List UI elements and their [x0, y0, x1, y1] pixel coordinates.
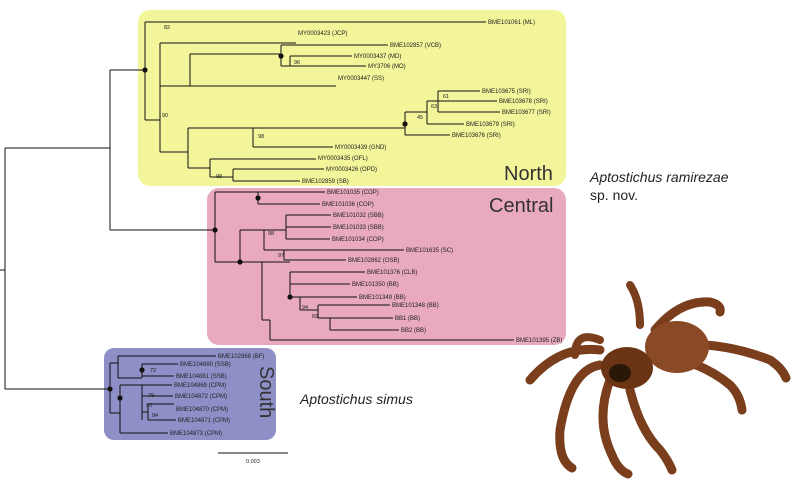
- tip-label: BME103679 (SRI): [466, 122, 515, 128]
- support-value: 72: [150, 368, 156, 374]
- tip-label: BME104873 (CPM): [170, 431, 222, 437]
- spider-illustration: [525, 281, 791, 479]
- tip-label: BME103677 (SRI): [502, 110, 551, 116]
- tip-label: BME101635 (SC): [406, 248, 453, 254]
- support-value: 97: [278, 253, 284, 259]
- support-value: 98: [268, 231, 274, 237]
- support-value: 61: [443, 94, 449, 100]
- support-value: 96: [294, 60, 300, 66]
- south-clade-label: South: [255, 366, 277, 418]
- simus-species-label: Aptostichus simus: [300, 390, 413, 408]
- support-value: 69: [312, 314, 318, 320]
- tip-label: BME103678 (SRI): [499, 99, 548, 105]
- tip-label: MY0003439 (GND): [335, 145, 386, 151]
- tip-label: BME104872 (CPM): [175, 394, 227, 400]
- tip-label: BB2 (BB): [401, 328, 426, 334]
- tip-label: MY0003437 (MD): [354, 54, 401, 60]
- ramirezae-species-label: Aptostichus ramirezae sp. nov.: [590, 168, 729, 204]
- support-value: 98: [216, 174, 222, 180]
- tip-label: BME102859 (SB): [302, 179, 349, 185]
- tip-label: BME103675 (SRI): [482, 89, 531, 95]
- tip-label: MY0003447 (SS): [338, 76, 384, 82]
- tip-label: MY0003423 (JCP): [298, 31, 347, 37]
- tip-label: BME101349 (BB): [359, 295, 406, 301]
- tip-label: BME101036 (COP): [322, 202, 374, 208]
- support-value: 45: [417, 115, 423, 121]
- tip-label: MY0003435 (OFL): [318, 156, 368, 162]
- node-markers: [107, 53, 408, 401]
- tip-label: BME104869 (CPM): [174, 383, 226, 389]
- tip-label: BME104871 (CPM): [178, 418, 230, 424]
- ramirezae-name: Aptostichus ramirezae: [590, 169, 729, 185]
- support-value: 98: [258, 134, 264, 140]
- tip-label: BME102857 (VCB): [390, 43, 441, 49]
- tip-label: MY0003426 (OPD): [326, 167, 377, 173]
- north-clade-label: North: [504, 163, 553, 185]
- support-value: 94: [302, 305, 308, 311]
- support-value: 63: [431, 104, 437, 110]
- tip-label: BME104880 (SSB): [180, 362, 231, 368]
- tip-label: MY3706 (MO): [368, 64, 406, 70]
- scale-bar-label: 0.003: [246, 459, 260, 465]
- tip-label: BME101032 (SBB): [333, 213, 384, 219]
- support-value: 82: [164, 25, 170, 31]
- support-value: 79: [148, 393, 154, 399]
- tip-label: BME102862 (OSB): [348, 258, 399, 264]
- tip-label: BB1 (BB): [395, 316, 420, 322]
- tip-label: BME101034 (COP): [332, 237, 384, 243]
- central-clade-label: Central: [489, 195, 553, 217]
- south-clade-box: [104, 348, 276, 440]
- tip-label: BME101033 (SBB): [333, 225, 384, 231]
- tip-label: BME104881 (SSB): [176, 374, 227, 380]
- support-value: 84: [152, 413, 158, 419]
- support-values: 82 96 90 98 61 63 45 98 98 97 94 69 72 7…: [146, 25, 449, 419]
- tip-label: BME104870 (CPM): [176, 407, 228, 413]
- tip-label: BME102868 (BF): [218, 354, 264, 360]
- tip-label: BME101061 (ML): [488, 20, 535, 26]
- support-value: 90: [162, 113, 168, 119]
- tip-label: BME101035 (COP): [327, 190, 379, 196]
- tip-label: BME101348 (BB): [392, 303, 439, 309]
- tip-label: BME101350 (BB): [352, 282, 399, 288]
- tip-label: BME101395 (ZB): [516, 338, 562, 344]
- tip-label: BME101376 (CLB): [367, 270, 417, 276]
- tip-label: BME103676 (SRI): [452, 133, 501, 139]
- tip-labels: BME101061 (ML) MY0003423 (JCP) BME102857…: [170, 20, 562, 437]
- support-value: 90: [146, 403, 152, 409]
- ramirezae-suffix: sp. nov.: [590, 187, 638, 203]
- simus-name: Aptostichus simus: [300, 391, 413, 407]
